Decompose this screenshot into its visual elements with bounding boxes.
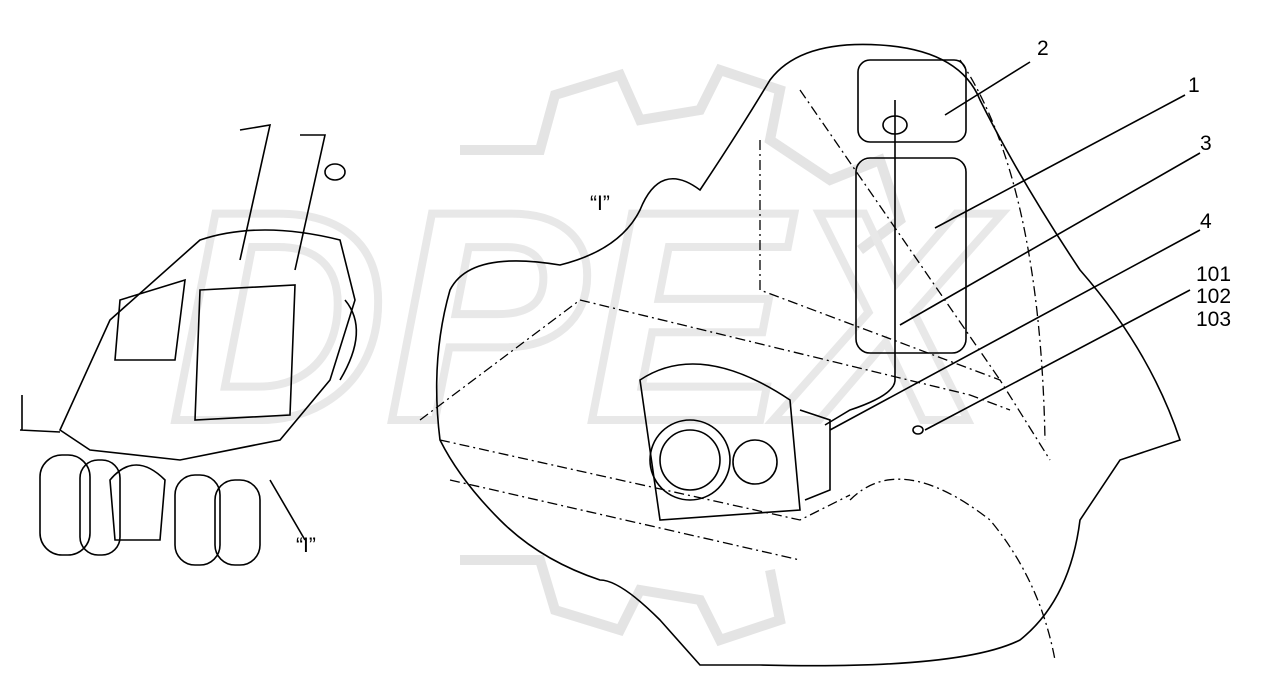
- callout-102: 102: [1196, 285, 1231, 308]
- detail-callout-label: “I”: [296, 534, 316, 557]
- mirror-arm: [824, 100, 896, 426]
- detail-view: [419, 43, 1182, 667]
- watermark-text: DPEX: [170, 148, 1002, 484]
- callout-1: 1: [1188, 74, 1200, 97]
- view-label: “I”: [590, 192, 610, 215]
- leader-lines: [829, 61, 1201, 431]
- callout-2: 2: [1037, 37, 1049, 60]
- lower-mirror: [855, 157, 967, 354]
- callout-101: 101: [1196, 263, 1231, 286]
- upper-mirror: [857, 59, 967, 143]
- vehicle-overview: [19, 124, 358, 566]
- callout-3: 3: [1200, 132, 1212, 155]
- watermark-logo: DPEX: [166, 63, 1006, 647]
- callout-4: 4: [1200, 210, 1212, 233]
- callout-103: 103: [1196, 308, 1231, 331]
